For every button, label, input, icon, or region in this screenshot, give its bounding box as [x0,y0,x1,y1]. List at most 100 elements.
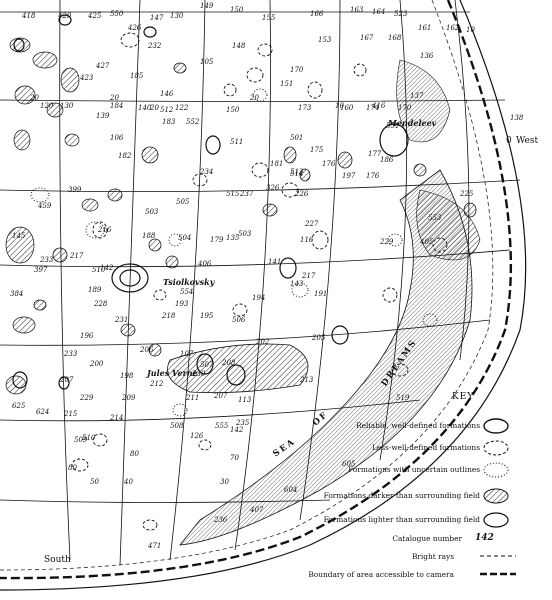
catalogue-number: 183 [162,118,176,126]
key-row-less-defined: Less-well-defined formations [371,443,480,452]
catalogue-number: 162 [446,24,460,32]
catalogue-number: 229 [379,238,394,246]
meridians [59,0,470,566]
catalogue-number: 139 [96,112,110,120]
camera-boundary [0,0,512,580]
catalogue-number: 170 [290,66,304,74]
west-label: West [516,136,539,146]
catalogue-number: 142 [230,426,244,434]
catalogue-number: 191 [314,290,327,298]
catalogue-number: 208 [221,359,236,367]
catalogue-number: 384 [10,290,23,298]
parallels [0,11,521,503]
catalogue-number: 508 [170,422,184,430]
catalogue-number: 145 [12,232,26,240]
key-row-catalogue: Catalogue number [392,534,462,543]
catalogue-number: 155 [262,14,276,22]
catalogue-number: 186 [380,156,394,164]
solid-formations [12,14,409,390]
catalogue-number: 188 [142,232,156,240]
catalogue-number: 149 [200,2,214,10]
catalogue-number: 166 [310,10,324,18]
catalogue-number: 137 [410,92,424,100]
catalogue-number: 40 [123,478,133,486]
catalogue-number: 519 [396,394,410,402]
catalogue-number: 113 [238,396,252,404]
key-row-lighter: Formations lighter than surrounding fiel… [323,515,480,524]
catalogue-number: 416 [371,102,386,110]
catalogue-number: 189 [88,286,102,294]
catalogue-number: 200 [89,360,104,368]
catalogue-number: 141 [268,258,281,266]
catalogue-number: 176 [322,160,336,168]
catalogue-number: 225 [459,190,474,198]
catalogue-number: 426 [127,24,142,32]
catalogue-number: 513 [290,168,304,176]
catalogue-number: 150 [230,6,244,14]
catalogue-number: 173 [298,104,312,112]
catalogue-number: 407 [249,506,264,514]
catalogue-number: 512 [160,106,174,114]
catalogue-number: 555 [215,422,229,430]
catalogue-number: 80 [68,464,77,472]
catalogue-number: 511 [230,138,243,146]
catalogue-number: 20 [29,94,39,102]
catalogue-number: 399 [68,186,82,194]
catalogue-number: 142 [100,264,114,272]
catalogue-number: 140 [138,104,152,112]
catalogue-number: 326 [266,184,280,192]
catalogue-number: 147 [150,14,164,22]
left-cluster [5,37,99,395]
catalogue-number: 405 [419,238,434,246]
catalogue-number: 126 [190,432,204,440]
catalogue-number: 160 [340,104,354,112]
limb-inner-ray [0,0,494,571]
catalogue-number: 553 [428,214,442,222]
tsiolkovsky-label: Tsiolkovsky [163,277,215,287]
mendeleev-label: Mendeleev [388,118,437,128]
dotted-formations [30,88,438,417]
catalogue-number: 226 [294,190,309,198]
catalogue-number: 418 [21,12,36,20]
catalogue-number: 153 [318,36,332,44]
dashed-formations [71,32,448,531]
catalogue-number: 510 [92,266,106,274]
catalogue-number: 148 [232,42,246,50]
catalogue-number: 205 [311,334,326,342]
catalogue-number: 510 [82,434,96,442]
key-row-boundary: Boundary of area accessible to camera [308,570,454,579]
key-symbols [480,418,516,576]
key-row-darker: Formations darker than surrounding field [323,491,480,500]
darker-formations [33,62,477,357]
catalogue-number: 237 [239,190,254,198]
catalogue-number: 10 [335,102,344,110]
catalogue-number: 427 [95,62,110,70]
key-symbol-dotted [483,462,509,478]
key-symbol-dashed [483,440,509,456]
catalogue-number: 211 [185,394,199,402]
catalogue-number: 120 [40,102,54,110]
catalogue-number: 10 [466,26,475,34]
catalogue-number: 143 [290,280,304,288]
catalogue-number: 233 [63,350,78,358]
catalogue-number: 507 [200,361,214,369]
catalogue-number: 193 [175,300,189,308]
catalogue-number: 425 [87,12,102,20]
catalogue-number: 459 [37,202,52,210]
key-symbol-solid [483,418,509,434]
catalogue-number: 174 [366,104,379,112]
key-symbol-hatched [483,488,509,504]
catalogue-number: 217 [301,272,316,280]
catalogue-number: 397 [34,266,48,274]
catalogue-number: 146 [160,90,174,98]
catalogue-number: 194 [252,294,265,302]
catalogue-number: 179 [210,236,224,244]
catalogue-number: 196 [80,332,94,340]
key-row-uncertain: Formations with uncertain outlines [348,465,480,474]
catalogue-number: 214 [109,414,123,422]
catalogue-number: 230 [191,370,206,378]
catalogue-number: 151 [280,80,293,88]
catalogue-number: 195 [200,312,214,320]
